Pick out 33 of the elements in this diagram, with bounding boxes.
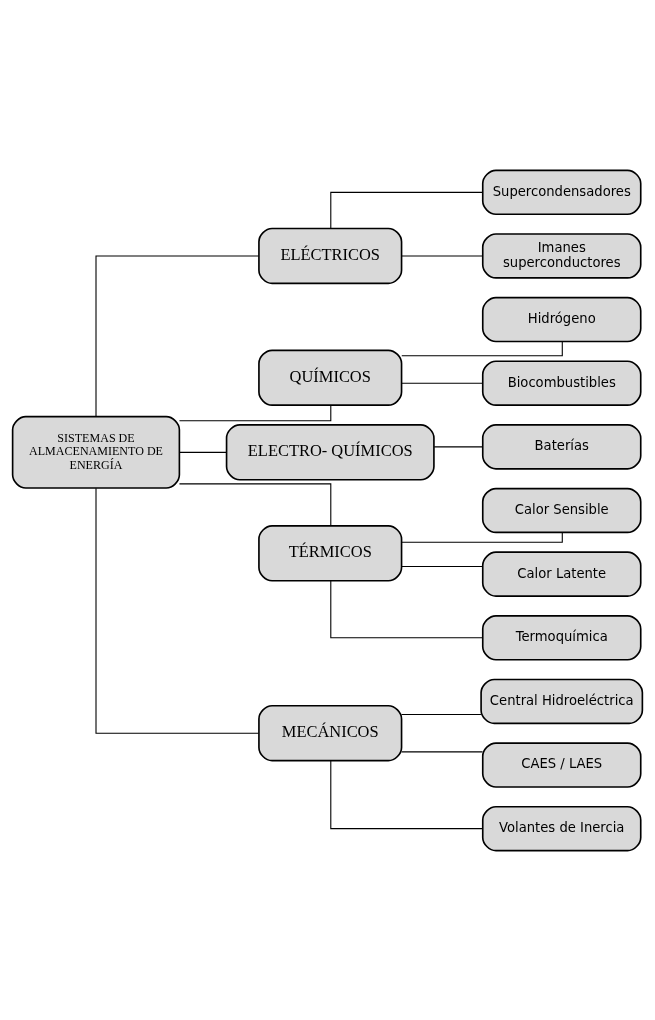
- connector: [178, 404, 332, 421]
- node-box: ELECTRO- QUÍMICOS: [225, 423, 435, 481]
- connector: [433, 445, 484, 447]
- node-box: SISTEMAS DE ALMACENAMIENTO DE ENERGÍA: [11, 415, 181, 489]
- connector: [401, 254, 484, 256]
- node-box: Supercondensadores: [481, 169, 642, 215]
- connector: [330, 191, 484, 229]
- node-box: Calor Sensible: [481, 487, 642, 533]
- connector: [401, 713, 482, 715]
- node-box: Central Hidroeléctrica: [480, 678, 644, 724]
- node-box: Imanes superconductores: [481, 232, 642, 279]
- connector: [401, 340, 563, 356]
- connector: [401, 382, 484, 384]
- connector: [95, 487, 260, 734]
- node-box: Hidrógeno: [481, 296, 642, 342]
- node-box: ELÉCTRICOS: [258, 227, 403, 284]
- node-box: MECÁNICOS: [258, 704, 403, 761]
- node-box: CAES / LAES: [481, 741, 642, 788]
- node-box: TÉRMICOS: [258, 524, 403, 582]
- node-box: Termoquímica: [481, 614, 642, 661]
- node-box: Baterías: [481, 423, 642, 470]
- connector: [95, 254, 260, 417]
- connector: [178, 482, 332, 526]
- node-box: Biocombustibles: [481, 359, 642, 406]
- node-box: Volantes de Inercia: [481, 805, 642, 851]
- connector: [330, 759, 484, 829]
- node-box: QUÍMICOS: [258, 349, 403, 406]
- connector: [401, 531, 563, 543]
- connector: [401, 565, 484, 567]
- node-box: Calor Latente: [481, 550, 642, 597]
- connector: [401, 750, 484, 752]
- connector: [330, 579, 484, 638]
- connector: [179, 451, 227, 453]
